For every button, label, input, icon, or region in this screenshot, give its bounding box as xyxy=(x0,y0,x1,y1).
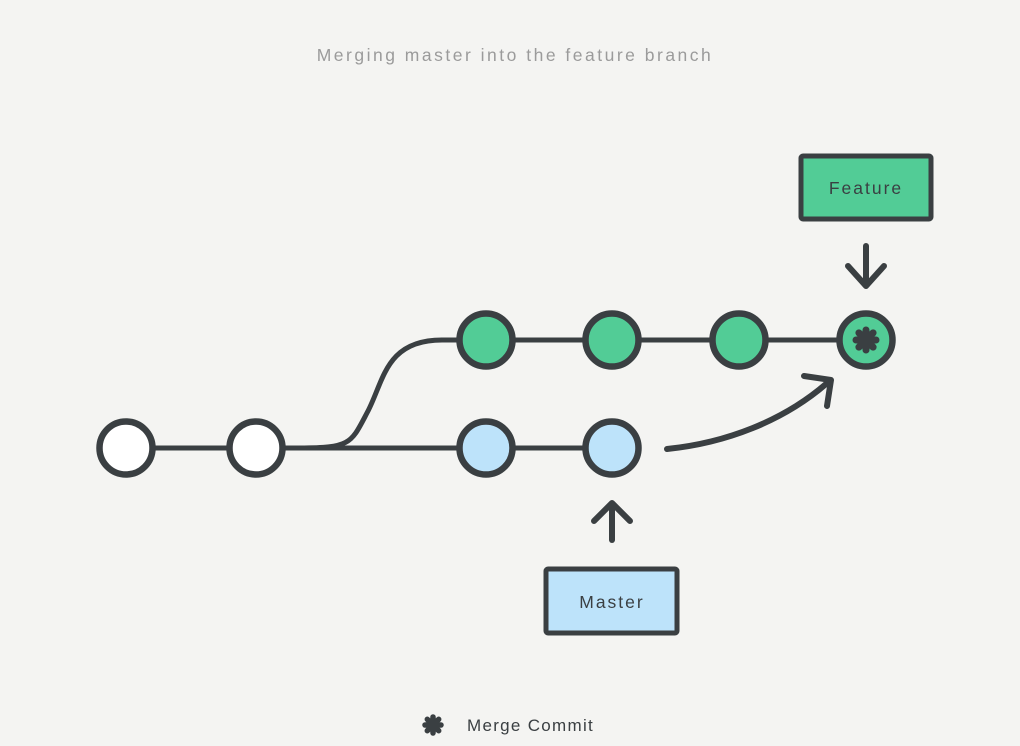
feature-branch-label: Feature xyxy=(798,153,934,222)
master-label-box xyxy=(543,566,680,636)
legend: Merge Commit xyxy=(422,714,594,736)
merge-direction-arrow xyxy=(664,373,834,452)
master-label-text: Master xyxy=(579,592,644,612)
diagram-title: Merging master into the feature branch xyxy=(317,45,714,65)
legend-label: Merge Commit xyxy=(467,716,594,735)
feature-label-text: Feature xyxy=(829,178,903,198)
merge-direction-arrow-curve xyxy=(664,381,829,452)
commit-node-base-2 xyxy=(226,418,286,478)
master-pointer-arrowhead-icon xyxy=(591,500,633,524)
feature-pointer-arrow xyxy=(845,243,887,289)
branch-split-curve xyxy=(297,337,445,451)
merge-commit-node xyxy=(836,310,896,370)
commit-node-feature-2 xyxy=(582,310,642,370)
commit-node-master-1 xyxy=(456,418,516,478)
master-pointer-arrow xyxy=(591,500,633,543)
feature-label-box xyxy=(798,153,934,222)
feature-pointer-arrowhead-icon xyxy=(845,263,887,289)
commit-node-feature-3 xyxy=(709,310,769,370)
commit-node-base-1 xyxy=(96,418,156,478)
master-branch-label: Master xyxy=(543,566,680,636)
commit-node-master-2 xyxy=(582,418,642,478)
merge-commit-asterisk-icon xyxy=(852,326,880,354)
merge-commit-asterisk-icon xyxy=(422,714,444,736)
merge-direction-arrowhead-icon xyxy=(801,373,834,409)
commit-node-feature-1 xyxy=(456,310,516,370)
